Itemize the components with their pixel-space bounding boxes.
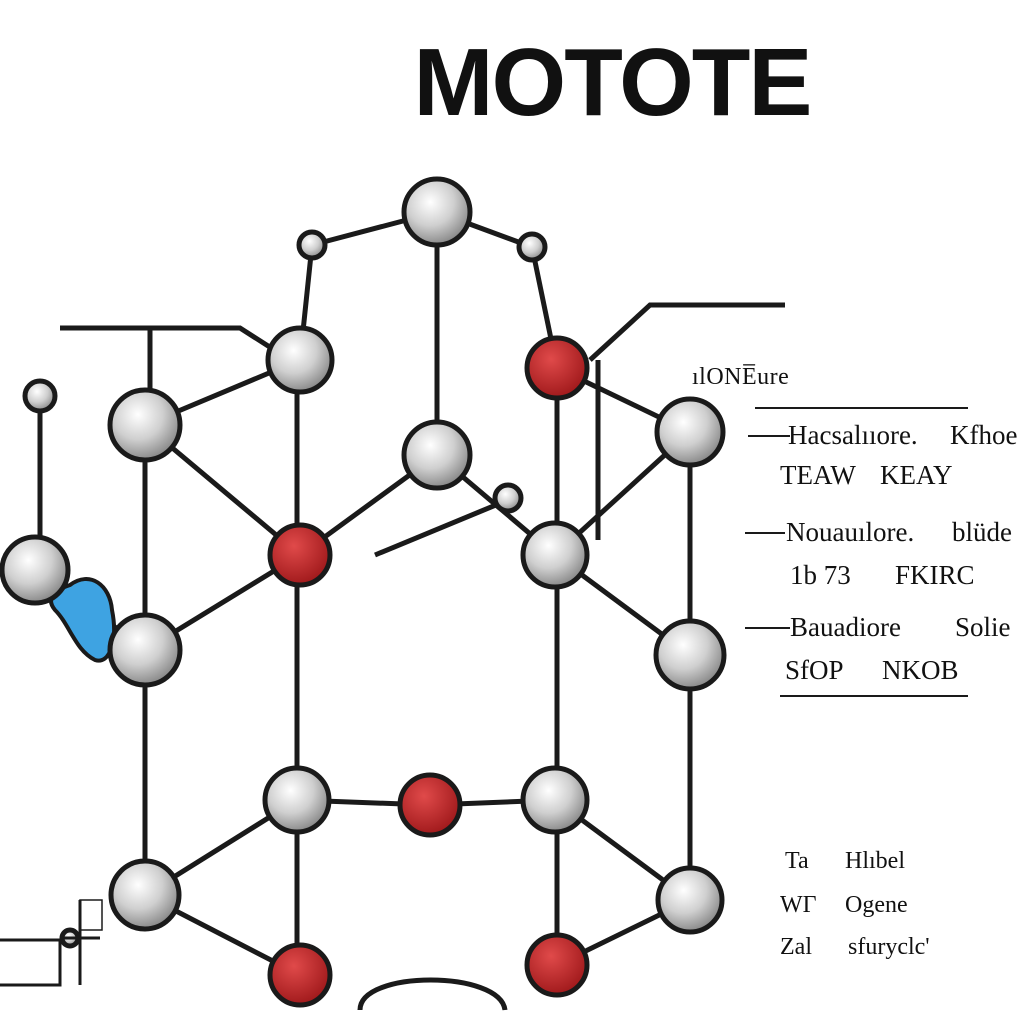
pointer-line <box>374 497 509 558</box>
bottom-legend-code: Ta <box>785 848 809 874</box>
gray-atom <box>492 482 524 514</box>
gray-atom <box>262 765 332 835</box>
gray-atom <box>653 618 727 692</box>
legend-row-value: Kfhoe <box>950 420 1018 450</box>
legend-row-name: Bauadiore <box>790 612 901 642</box>
legend-row-name: 1b 73 <box>790 560 851 590</box>
atoms <box>0 176 727 1008</box>
gray-atom <box>655 865 725 935</box>
bottom-legend-code: Zal <box>780 934 812 960</box>
legend-row-value: FKIRC <box>895 560 975 590</box>
gray-atom <box>107 387 183 463</box>
gray-atom <box>107 612 183 688</box>
gray-atom <box>401 176 473 248</box>
gray-atom <box>401 419 473 491</box>
red-atom <box>397 772 463 838</box>
red-atom <box>267 522 333 588</box>
pointer-line <box>60 325 292 363</box>
gray-atom <box>520 520 590 590</box>
bond <box>357 977 508 1011</box>
bottom-legend-name: Ogene <box>845 892 908 918</box>
gray-atom <box>22 378 58 414</box>
legend-row-value: Solie <box>955 612 1011 642</box>
gray-atom <box>0 534 71 606</box>
red-atom <box>267 942 333 1008</box>
diagram-title: MOTOTE <box>413 29 813 136</box>
legend-row-value: NKOB <box>882 655 959 685</box>
pointer-line <box>588 302 785 362</box>
legend-row-value: KEAY <box>880 460 953 490</box>
gray-atom <box>654 396 726 468</box>
red-atom <box>524 335 590 401</box>
gray-atom <box>520 765 590 835</box>
gray-atom <box>265 325 335 395</box>
legend-header: ılONE̅ure <box>692 364 790 390</box>
legend-row-value: blüde <box>952 517 1012 547</box>
bottom-legend-name: Hlıbel <box>845 848 905 874</box>
bottom-legend-code: WΓ <box>780 892 817 918</box>
legend-row-name: TEAW <box>780 460 856 490</box>
legend-row-name: Hacsalııore. <box>788 420 918 450</box>
gray-atom <box>516 231 548 263</box>
gray-atom <box>296 229 328 261</box>
blue-atom <box>49 577 117 663</box>
gray-atom <box>108 858 182 932</box>
legend-row-name: SfOP <box>785 655 844 685</box>
apparatus-icon <box>0 899 103 987</box>
legend-row-name: Nouauılore. <box>786 517 915 547</box>
red-atom <box>524 932 590 998</box>
bottom-legend-name: sfuryclc' <box>848 934 930 960</box>
